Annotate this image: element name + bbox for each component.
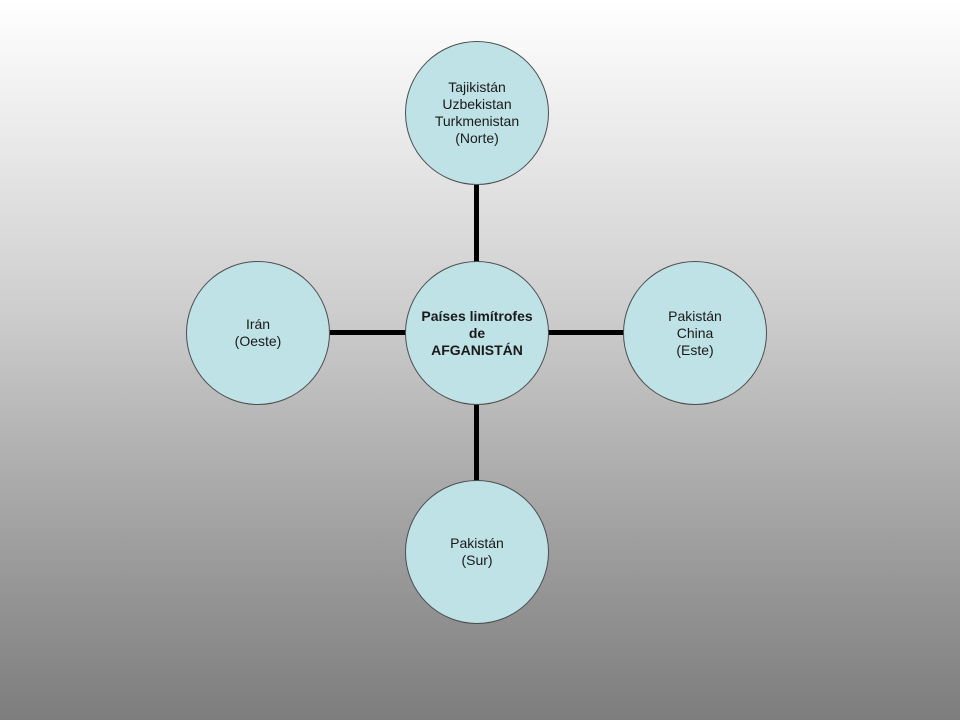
node-east: Pakistán China (Este) (623, 261, 767, 405)
node-center: Países limítrofes de AFGANISTÁN (405, 261, 549, 405)
node-north-line: (Norte) (455, 130, 499, 146)
node-east-line: (Este) (676, 341, 714, 358)
node-north: Tajikistán Uzbekistan Turkmenistan (Nort… (405, 41, 549, 185)
node-south-line: (Sur) (461, 552, 493, 568)
node-west-line: (Oeste) (234, 333, 282, 349)
node-north-line: Turkmenistan (434, 113, 520, 129)
node-west-line: Irán (245, 316, 271, 332)
node-north-line: Uzbekistan (442, 96, 512, 112)
node-center-line: AFGANISTÁN (431, 341, 523, 358)
node-center-line: de (468, 324, 486, 341)
connector-north (474, 185, 479, 263)
node-north-line: Tajikistán (448, 79, 506, 95)
node-west: Irán (Oeste) (186, 261, 330, 405)
node-center-line: Países limítrofes (421, 307, 533, 324)
node-south-line: Pakistán (450, 535, 504, 551)
connector-west (330, 330, 408, 335)
connector-south (474, 403, 479, 481)
node-east-line: Pakistán (668, 307, 722, 324)
connector-east (547, 330, 625, 335)
node-south: Pakistán (Sur) (405, 480, 549, 624)
node-east-line: China (676, 324, 714, 341)
